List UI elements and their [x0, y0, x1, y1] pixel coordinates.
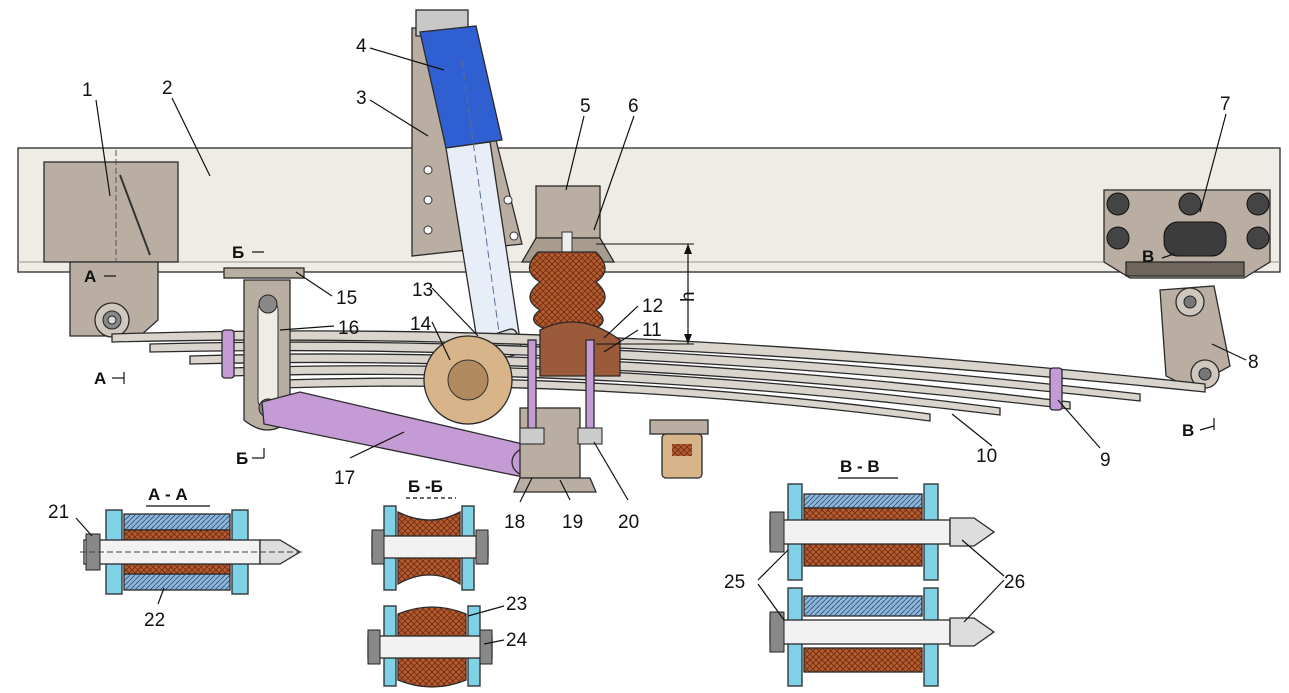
label-24: 24: [506, 630, 528, 651]
label-20: 20: [618, 512, 639, 533]
rear-shackle: [1159, 285, 1231, 389]
label-5: 5: [580, 96, 591, 117]
front-spring-bracket: [43, 150, 179, 338]
section-titles: А - А Б -Б В - В: [148, 457, 880, 504]
label-6: 6: [628, 96, 639, 117]
label-14: 14: [410, 314, 432, 335]
label-12: 12: [642, 296, 663, 317]
label-11: 11: [642, 320, 662, 341]
section-mark-b-top: Б: [232, 243, 244, 262]
section-v-v-view: [769, 483, 996, 687]
section-title-b-b: Б -Б: [408, 477, 443, 496]
section-mark-b-bottom: Б: [236, 449, 248, 468]
label-8: 8: [1248, 352, 1259, 373]
u-bolts: [519, 339, 603, 445]
section-mark-a-bottom: А: [94, 369, 106, 388]
section-markers: [104, 251, 1215, 459]
label-10: 10: [976, 446, 997, 467]
label-7: 7: [1220, 94, 1231, 115]
label-21: 21: [48, 502, 69, 523]
label-13: 13: [412, 280, 433, 301]
spring-clips: [221, 329, 1063, 411]
front-shackle-plate: [223, 267, 305, 431]
section-mark-v-bottom: В: [1182, 421, 1194, 440]
section-title-a-a: А - А: [148, 485, 188, 504]
label-25: 25: [724, 572, 745, 593]
part-number-labels: 1 2 3 4 5 6 7 8 9 10 11 12 13 14 15 16 1…: [48, 36, 1259, 651]
label-19: 19: [562, 512, 583, 533]
section-b-b-view: [367, 505, 493, 688]
reaction-rod: [261, 391, 557, 479]
height-dimension: [596, 243, 694, 345]
label-22: 22: [144, 610, 165, 631]
rear-shackle-bracket: [1103, 189, 1271, 279]
frame-rail: [17, 147, 1281, 273]
label-1: 1: [82, 80, 93, 101]
label-h: h: [678, 291, 699, 302]
label-15: 15: [336, 288, 357, 309]
section-mark-a-top: А: [84, 267, 96, 286]
label-26: 26: [1004, 572, 1025, 593]
label-2: 2: [162, 78, 173, 99]
label-17: 17: [334, 468, 355, 489]
section-mark-v-top: В: [1142, 247, 1154, 266]
label-23: 23: [506, 594, 527, 615]
section-a-a-view: [80, 509, 305, 595]
section-title-v-v: В - В: [840, 457, 880, 476]
bump-stop-bracket: [520, 185, 616, 263]
section-title-underlines: [146, 477, 898, 507]
label-16: 16: [338, 318, 359, 339]
label-18: 18: [504, 512, 525, 533]
label-9: 9: [1100, 450, 1111, 471]
label-3: 3: [356, 88, 367, 109]
leader-lines: [75, 47, 1247, 645]
section-marker-labels: А А Б Б В В: [84, 243, 1194, 468]
label-4: 4: [356, 36, 367, 57]
rubber-bump-stop: [528, 251, 606, 331]
